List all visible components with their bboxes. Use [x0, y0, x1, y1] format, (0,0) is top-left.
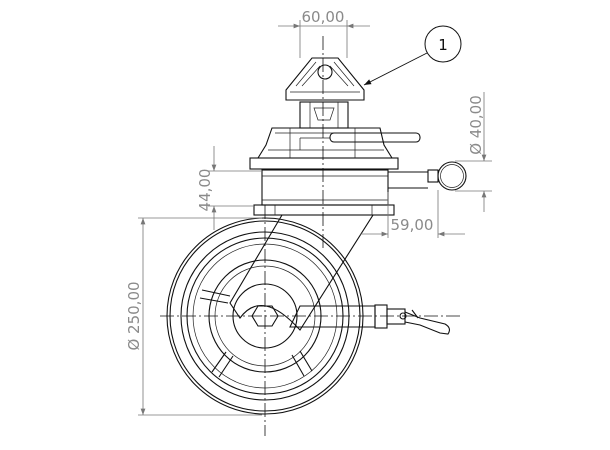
- center-lines: [160, 36, 462, 436]
- dimension-top-width: 60,00: [278, 8, 370, 58]
- locking-pin-bar: [329, 132, 421, 143]
- wheel-spokes: [199, 289, 313, 378]
- dimension-ring-diameter: Ø 40,00: [455, 92, 492, 212]
- brake-lever: [289, 304, 451, 335]
- dimension-label-59: 59,00: [391, 216, 434, 234]
- dimension-label-44: 44,00: [196, 169, 214, 212]
- dimension-label-250: Ø 250,00: [125, 281, 143, 350]
- balloon-number: 1: [438, 36, 448, 54]
- dimension-body-height: 44,00: [196, 146, 262, 230]
- pull-ring: [388, 161, 467, 191]
- dimension-brake-offset: 59,00: [360, 190, 465, 238]
- dimension-label-60: 60,00: [302, 8, 345, 26]
- fork: [229, 214, 375, 331]
- dimension-label-40: Ø 40,00: [467, 95, 485, 155]
- item-balloon: 1: [363, 25, 462, 86]
- dimension-wheel-diameter: Ø 250,00: [125, 217, 262, 416]
- swivel-head: [249, 57, 421, 216]
